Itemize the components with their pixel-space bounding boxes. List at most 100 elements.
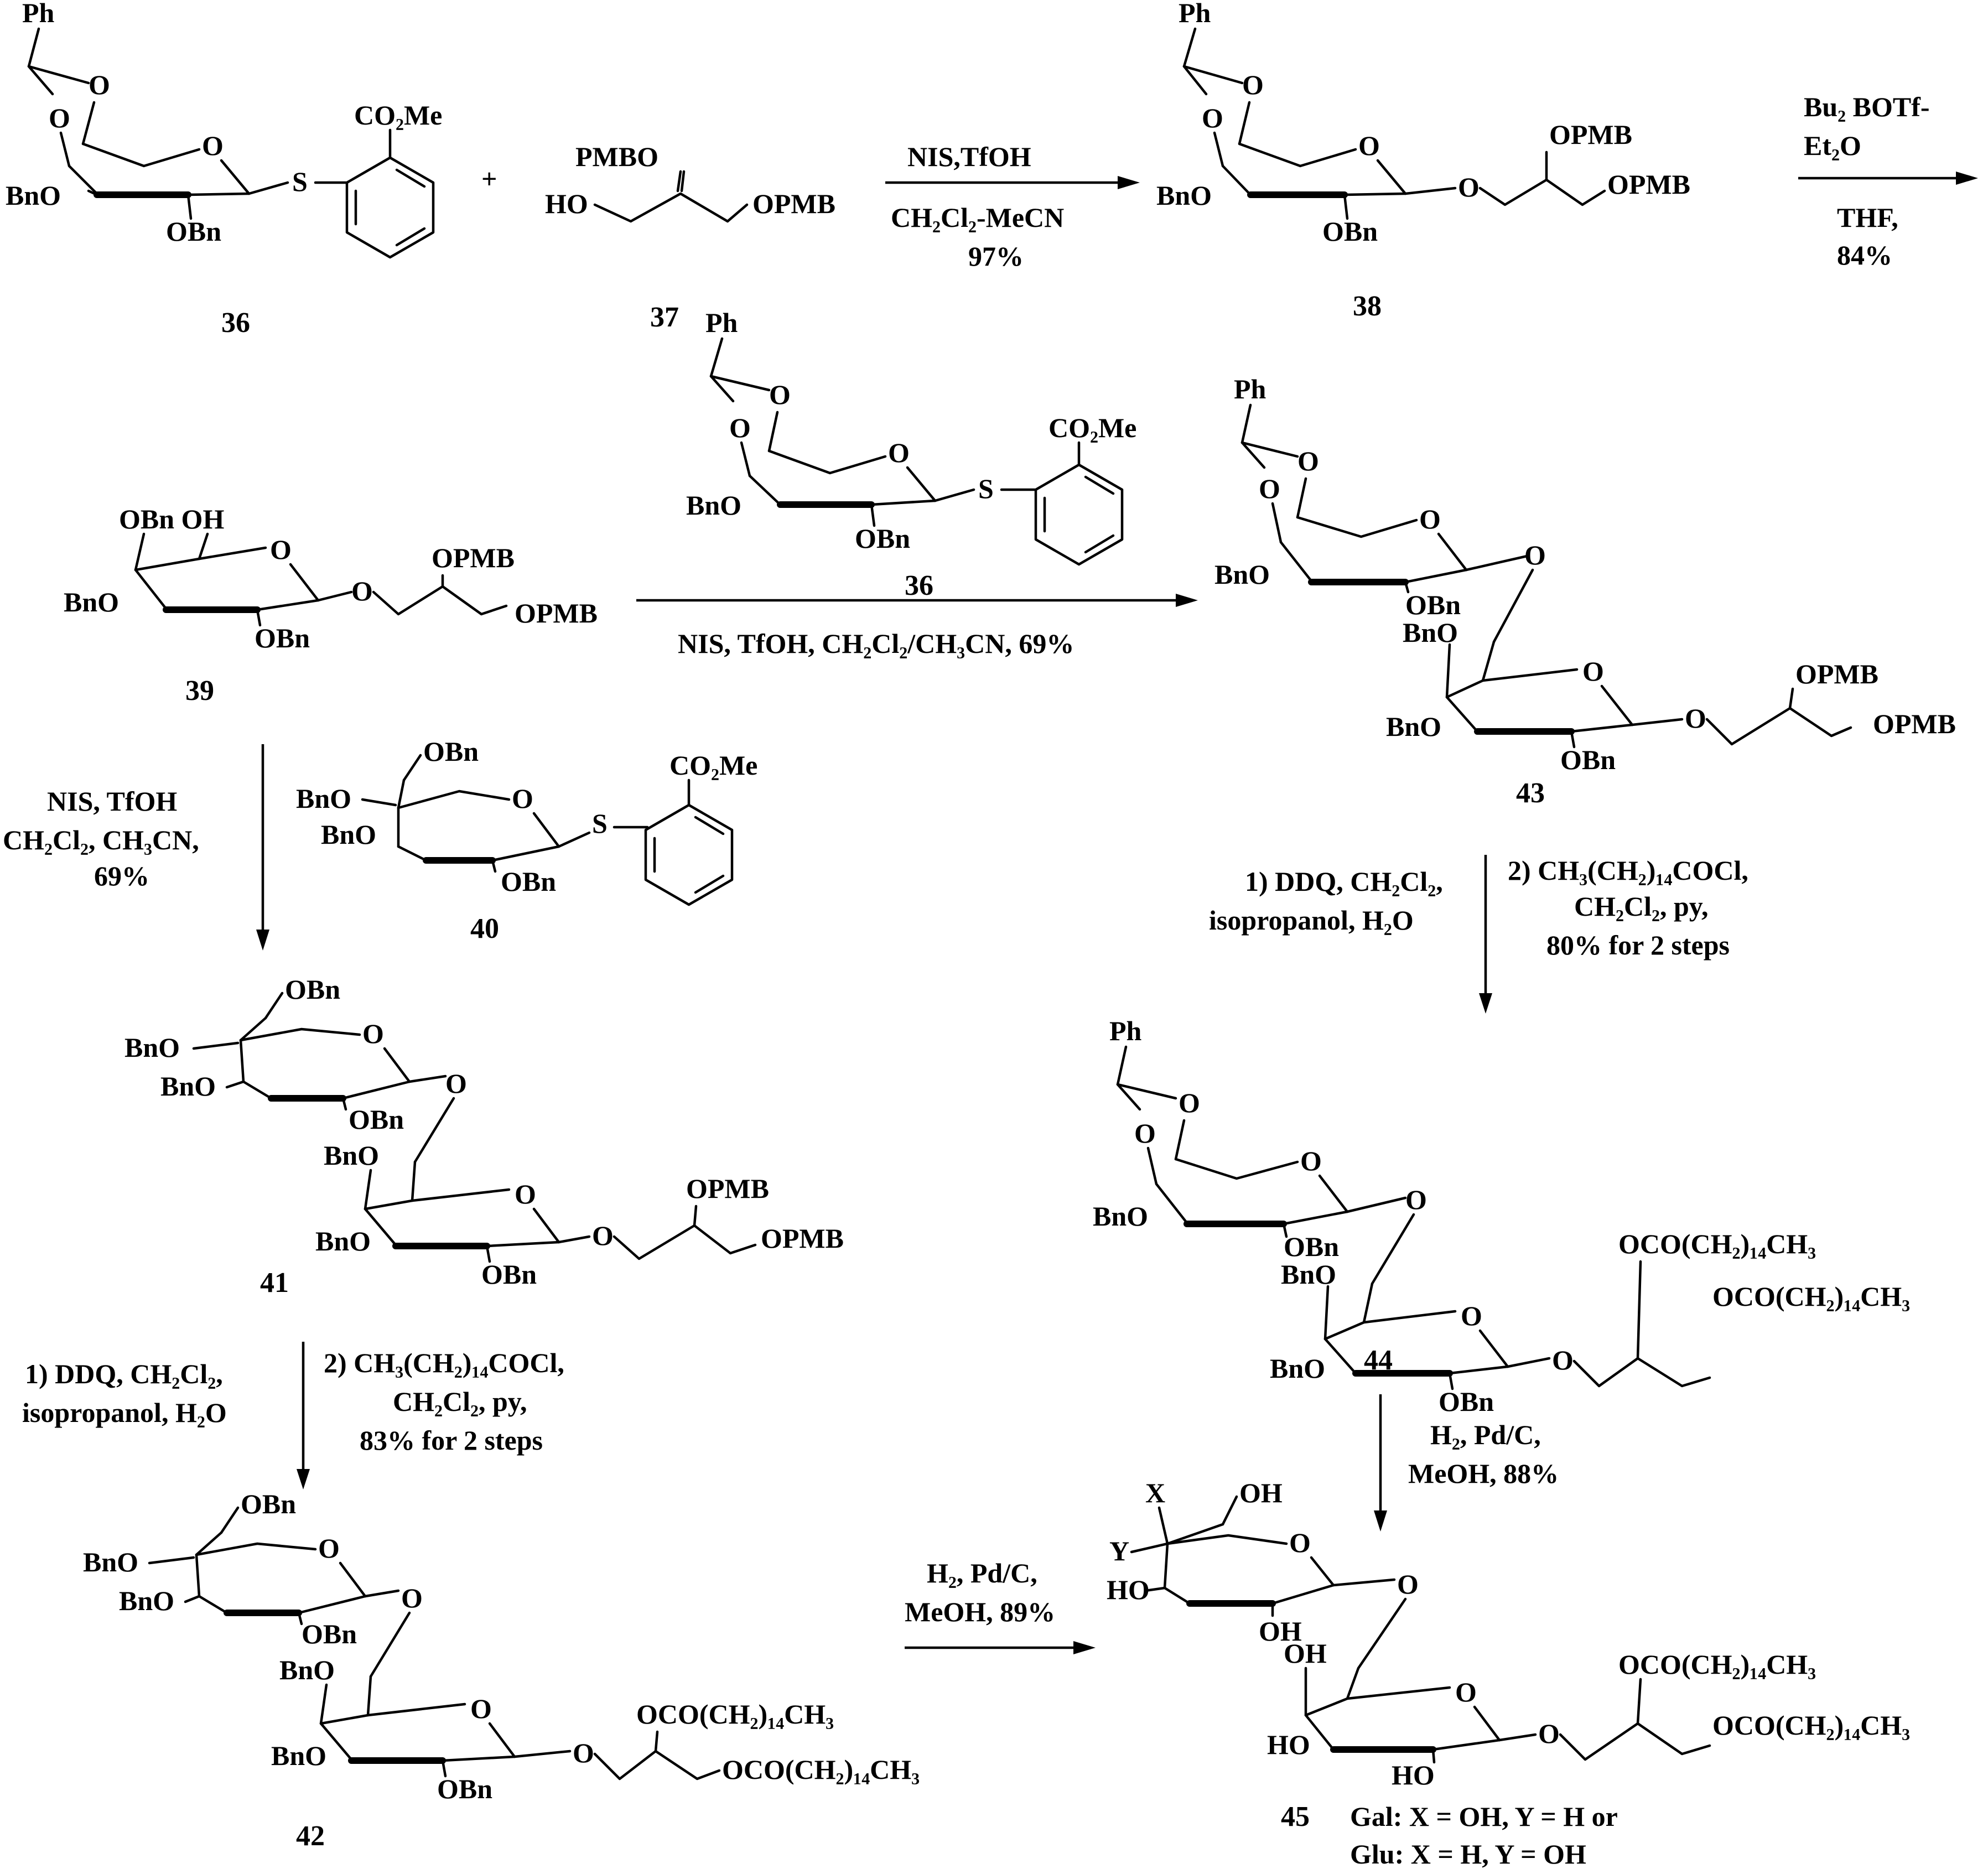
- c43-bno-c: BnO: [1386, 711, 1441, 742]
- c43-opmb-b: OPMB: [1873, 708, 1956, 739]
- c43-bno-a: BnO: [1214, 559, 1270, 590]
- c42-bno-d: BnO: [271, 1740, 326, 1771]
- c37-opmb: OPMB: [752, 188, 835, 219]
- c45-oh-b: OH: [1284, 1638, 1327, 1669]
- c36b-bno: BnO: [686, 490, 741, 521]
- compound-44: Ph O O O BnO OBn O BnO O BnO OBn O: [1093, 1015, 1910, 1417]
- c43-number: 43: [1516, 777, 1545, 809]
- c44-bno-c: BnO: [1270, 1353, 1325, 1384]
- c41-bno-c: BnO: [324, 1140, 379, 1171]
- c42-number: 42: [296, 1820, 325, 1852]
- c43-obn-top: OBn: [1405, 589, 1461, 620]
- c36-s: S: [292, 166, 308, 197]
- reaction-5: 1) DDQ, CH₂Cl₂, isopropanol, H₂O 2) CH₃(…: [22, 1342, 564, 1489]
- c43-o-ring-bot: O: [1582, 656, 1604, 687]
- c36b-o-acetal: O: [769, 379, 791, 410]
- c38-opmb-a: OPMB: [1549, 119, 1632, 150]
- c44-bno-a: BnO: [1093, 1201, 1148, 1232]
- c38-bno: BnO: [1156, 180, 1212, 211]
- c38-o-ring: O: [1358, 130, 1380, 161]
- c39-bno: BnO: [64, 586, 119, 617]
- c41-opmb-a: OPMB: [686, 1173, 769, 1204]
- r3-line1: NIS, TfOH, CH₂Cl₂/CH₃CN, 69%: [678, 628, 1074, 659]
- c44-obn-bot: OBn: [1439, 1386, 1494, 1417]
- c39-obn: OBn: [255, 622, 310, 653]
- compound-43: Ph O O O BnO OBn O BnO O BnO OBn O: [1214, 373, 1956, 809]
- c42-bno-c: BnO: [279, 1654, 335, 1685]
- r8-line1: H₂, Pd/C,: [927, 1558, 1037, 1589]
- r4-line2: CH₂Cl₂, CH₃CN,: [3, 824, 199, 855]
- r7-line2: MeOH, 88%: [1408, 1458, 1559, 1489]
- c43-obn-bot: OBn: [1560, 744, 1616, 775]
- c41-obn-bot: OBn: [481, 1259, 537, 1290]
- c42-ester-b: OCO(CH₂)₁₄CH₃: [722, 1754, 920, 1785]
- c36-obn: OBn: [166, 216, 221, 247]
- c42-o-gly: O: [573, 1737, 594, 1768]
- reaction-6: 1) DDQ, CH₂Cl₂, isopropanol, H₂O 2) CH₃(…: [1209, 855, 1748, 1014]
- c40-number: 40: [470, 913, 499, 944]
- c42-bno-a: BnO: [83, 1546, 138, 1577]
- r5-left1: 1) DDQ, CH₂Cl₂,: [25, 1358, 223, 1389]
- c45-note-gal: Gal: X = OH, Y = H or: [1350, 1801, 1618, 1832]
- c37-pmbo: PMBO: [575, 141, 658, 172]
- c41-o-ring-bot: O: [515, 1179, 536, 1209]
- c36-o-ring: O: [202, 130, 224, 161]
- c45-ho-b: HO: [1267, 1729, 1310, 1760]
- c40-obn: OBn: [501, 866, 556, 897]
- c41-bno-a: BnO: [124, 1032, 180, 1063]
- compound-37: PMBO HO OPMB 37: [545, 141, 835, 333]
- c44-ph: Ph: [1109, 1015, 1142, 1046]
- compound-45: X Y OH O HO OH O OH O HO HO O: [1107, 1477, 1910, 1870]
- c41-opmb-b: OPMB: [761, 1223, 844, 1254]
- r7-line1: H₂, Pd/C,: [1430, 1419, 1541, 1450]
- reaction-4: NIS, TfOH CH₂Cl₂, CH₃CN, 69%: [3, 744, 269, 951]
- c45-x: X: [1145, 1477, 1165, 1508]
- compound-36: Ph O O O BnO OBn S CO₂Me 36: [6, 0, 442, 339]
- c43-ph: Ph: [1234, 373, 1266, 404]
- c36b-number: 36: [905, 570, 933, 601]
- r2-line1: Bu₂ BOTf-: [1804, 91, 1930, 122]
- c41-o-ring-top: O: [362, 1018, 384, 1049]
- c36b-s: S: [978, 473, 994, 504]
- c38-obn: OBn: [1322, 216, 1378, 247]
- c36-ph: Ph: [22, 0, 55, 28]
- c45-y: Y: [1109, 1535, 1129, 1566]
- r6-left1: 1) DDQ, CH₂Cl₂,: [1245, 866, 1443, 897]
- c41-number: 41: [260, 1267, 289, 1299]
- c44-ester-b: OCO(CH₂)₁₄CH₃: [1712, 1281, 1910, 1312]
- c36-bno: BnO: [6, 180, 61, 211]
- compound-42: OBn BnO O BnO OBn O BnO O BnO OBn O: [83, 1488, 920, 1852]
- c44-o-ring-bot: O: [1461, 1300, 1482, 1331]
- c42-obn-bot: OBn: [437, 1773, 492, 1804]
- c39-o-gly: O: [351, 575, 373, 606]
- c45-o-ring-top: O: [1289, 1527, 1311, 1558]
- c36b-ph: Ph: [705, 307, 738, 338]
- c40-s: S: [592, 808, 608, 839]
- r8-line2: MeOH, 89%: [905, 1596, 1055, 1627]
- r6-right3: 80% for 2 steps: [1546, 930, 1730, 961]
- c45-number: 45: [1281, 1801, 1310, 1833]
- r1-line2: CH₂Cl₂-MeCN: [891, 202, 1064, 233]
- c44-o-acetal2: O: [1134, 1118, 1156, 1149]
- c39-opmb-b: OPMB: [515, 598, 598, 629]
- c45-oh-a: OH: [1259, 1616, 1302, 1647]
- c36b-obn: OBn: [855, 523, 910, 554]
- reaction-7: H₂, Pd/C, MeOH, 88%: [1374, 1394, 1559, 1532]
- r2-line4: 84%: [1837, 240, 1892, 271]
- r1-line1: NIS,TfOH: [907, 141, 1031, 172]
- c45-ester-a: OCO(CH₂)₁₄CH₃: [1618, 1649, 1816, 1680]
- c41-obn-top: OBn: [285, 974, 340, 1005]
- r5-right2: CH₂Cl₂, py,: [393, 1386, 527, 1417]
- c43-o-acetal: O: [1297, 445, 1319, 476]
- r6-left2: isopropanol, H₂O: [1209, 905, 1414, 936]
- c38-o-acetal2: O: [1202, 102, 1223, 133]
- reaction-2: Bu₂ BOTf- Et₂O THF, 84%: [1798, 91, 1978, 271]
- c41-bno-b: BnO: [160, 1071, 216, 1102]
- compound-40: OBn BnO O BnO OBn S CO₂Me 40: [296, 736, 757, 944]
- c37-number: 37: [650, 302, 679, 333]
- reaction-8: H₂, Pd/C, MeOH, 89%: [905, 1558, 1096, 1654]
- compound-36-donor: Ph O O O BnO OBn S CO₂Me 36: [686, 307, 1136, 601]
- c42-ester-a: OCO(CH₂)₁₄CH₃: [636, 1699, 834, 1730]
- c40-bno-a: BnO: [296, 783, 351, 814]
